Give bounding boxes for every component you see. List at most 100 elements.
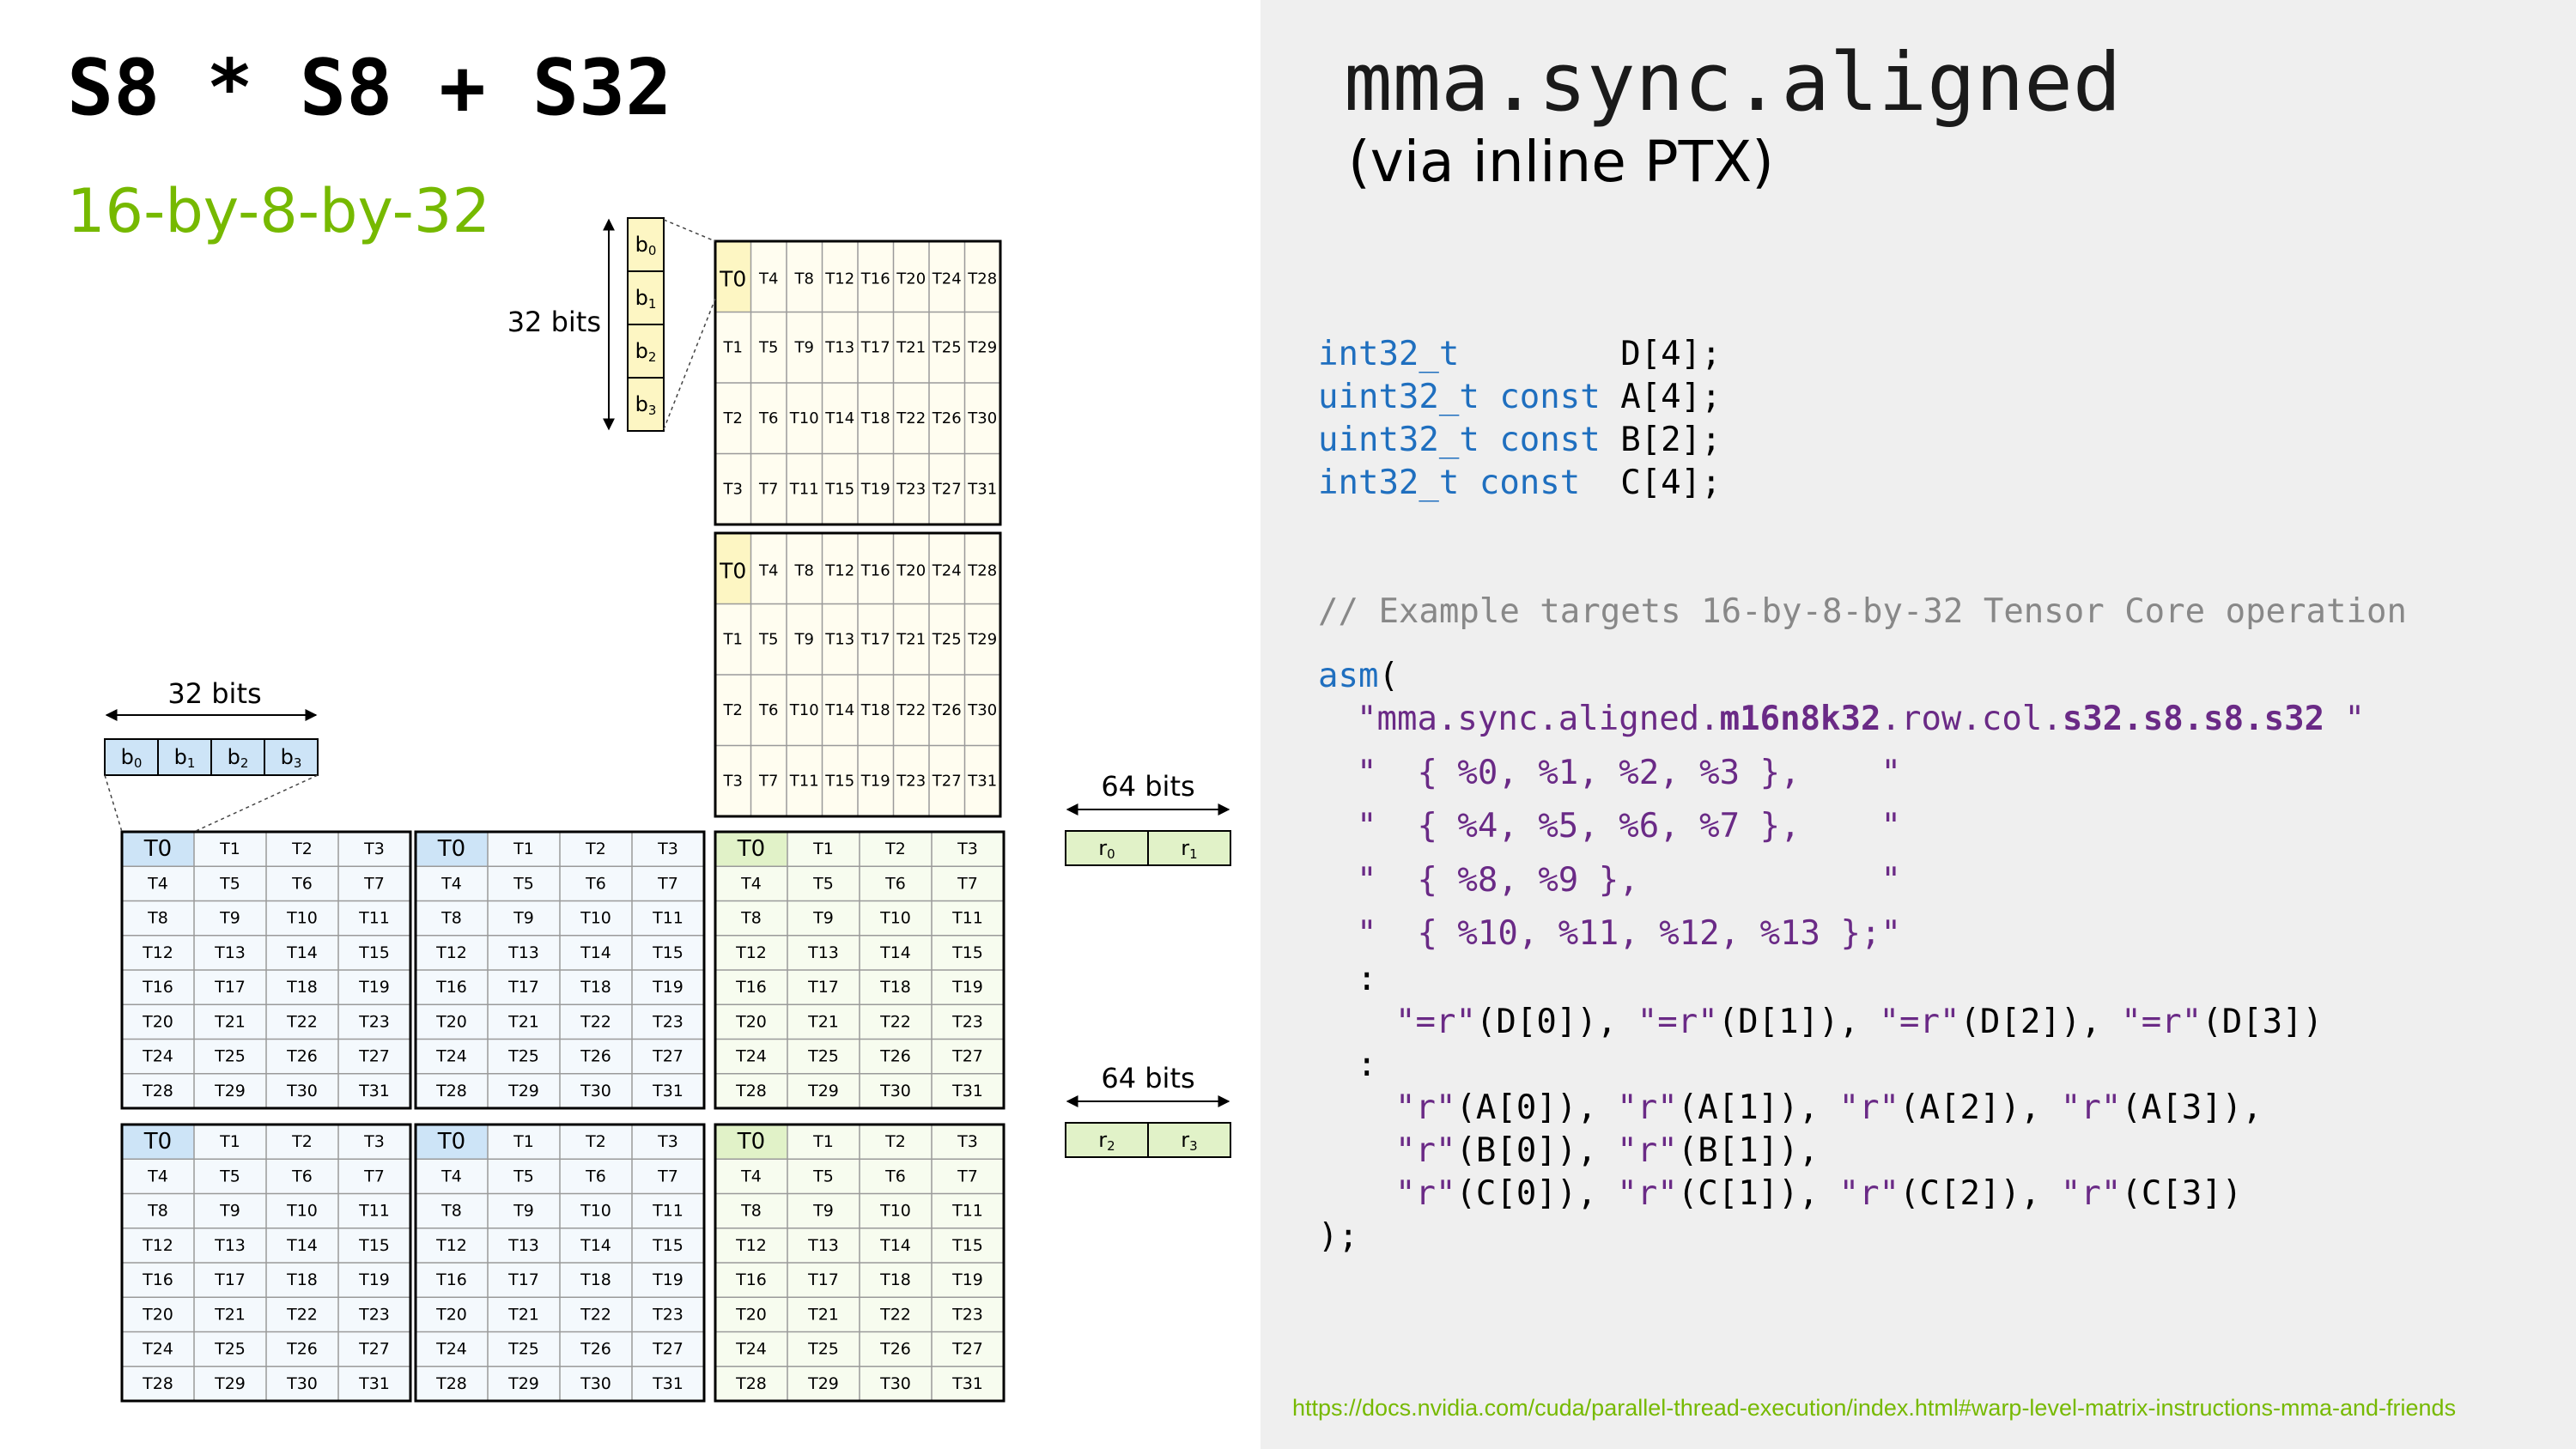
a-tile-top-right-thread-label: T20 [435, 1012, 467, 1031]
a-tile-bottom-left-thread-label: T6 [291, 1167, 313, 1185]
b-tile-top-thread-label: T16 [860, 270, 890, 288]
b-tile-top-thread-label: T15 [824, 480, 854, 498]
a-tile-bottom-left-thread-label: T13 [214, 1236, 246, 1255]
a-tile-top-right-thread-label: T3 [657, 840, 678, 858]
a-tile-bottom-right-thread-label: T3 [657, 1132, 678, 1151]
a-tile-top-left-thread-label: T18 [286, 978, 318, 997]
b-tile-top-thread-label: T30 [967, 409, 997, 427]
a-tile-bottom-right-thread-label: T1 [513, 1132, 534, 1151]
b-tile-bottom-thread-label: T6 [758, 701, 778, 719]
c-tile-top-thread-label: T2 [884, 840, 906, 858]
b-tile-top-thread-label: T17 [860, 338, 890, 356]
b-tile-bottom-thread-label: T19 [860, 772, 890, 790]
c-tile-bottom-thread-label: T4 [740, 1167, 762, 1185]
c-tile-top-thread-label: T0 [737, 836, 765, 862]
a-tile-top-left-thread-label: T15 [358, 943, 390, 962]
c-tile-bottom-thread-label: T6 [884, 1167, 906, 1185]
a-byte-label: b2 [228, 745, 249, 771]
b-tile-bottom-thread-label: T4 [758, 562, 778, 580]
b-tile-top-thread-label: T24 [932, 270, 962, 288]
b-tile-bottom-thread-label: T8 [794, 562, 814, 580]
c-tile-bottom-thread-label: T26 [879, 1340, 911, 1359]
page-title: S8 * S8 + S32 [67, 43, 672, 133]
a-tile-bottom-left-thread-label: T4 [147, 1167, 168, 1185]
a-tile-top-right-thread-label: T8 [440, 909, 462, 928]
a-tile-bottom-right-thread-label: T25 [507, 1340, 539, 1359]
operand-line-b: " { %8, %9 }, " [1357, 861, 1901, 900]
b-tile-top-thread-label: T5 [758, 338, 778, 356]
a-tile-top-right-thread-label: T2 [585, 840, 606, 858]
c-tile-top-thread-label: T29 [807, 1082, 839, 1100]
a-tile-bottom-left-thread-label: T8 [147, 1202, 168, 1221]
a-tile-top-left-thread-label: T27 [358, 1047, 390, 1066]
a-tile-bottom-right-thread-label: T2 [585, 1132, 606, 1151]
a-tile-bottom-right-thread-label: T15 [652, 1236, 683, 1255]
a-tile-top-right-thread-label: T13 [507, 943, 539, 962]
b-tile-bottom-thread-label: T21 [896, 630, 926, 648]
a-tile-top-left-thread-label: T10 [286, 909, 318, 928]
a-tile-top-right-thread-label: T31 [652, 1082, 683, 1100]
a-tile-bottom-right-thread-label: T30 [580, 1374, 611, 1393]
a-tile-bottom-right-thread-label: T27 [652, 1340, 683, 1359]
b-tile-bottom-thread-label: T23 [896, 772, 926, 790]
c-tile-top-border [714, 830, 1005, 1110]
a-tile-bottom-left-thread-label: T27 [358, 1340, 390, 1359]
outputs-colon: : [1357, 960, 1377, 998]
asm-keyword-line: asm( [1318, 657, 1399, 695]
a-tile-top-right-thread-label: T10 [580, 909, 611, 928]
b-tile-bottom-thread-label: T26 [932, 701, 962, 719]
a-tile-bottom-left-thread-label: T9 [219, 1202, 240, 1221]
declaration-a: uint32_t const A[4]; [1318, 378, 1722, 416]
b-tile-top-thread-label: T8 [794, 270, 814, 288]
c-reg-top-reg-label: r1 [1181, 836, 1197, 862]
a-tile-top-right-thread-label: T14 [580, 943, 611, 962]
a-tile-bottom-left-thread-label: T28 [142, 1374, 173, 1393]
b-tile-top-thread-label: T0 [719, 267, 746, 292]
a-tile-bottom-right-thread-label: T7 [657, 1167, 678, 1185]
a-tile-bottom-left-thread-label: T31 [358, 1374, 390, 1393]
a-tile-bottom-right-thread-label: T20 [435, 1305, 467, 1324]
inputs-list-c: "r"(C[0]), "r"(C[1]), "r"(C[2]), "r"(C[3… [1395, 1174, 2243, 1213]
c-tile-bottom-thread-label: T24 [735, 1340, 767, 1359]
c-tile-bottom-thread-label: T23 [951, 1305, 983, 1324]
c-reg-bottom-reg-label: r3 [1181, 1128, 1197, 1154]
b-tile-bottom-thread-label: T12 [824, 562, 854, 580]
docs-link[interactable]: https://docs.nvidia.com/cuda/parallel-th… [1292, 1395, 2457, 1421]
a-tile-top-left-thread-label: T28 [142, 1082, 173, 1100]
c-tile-bottom-thread-label: T25 [807, 1340, 839, 1359]
b-tile-bottom-thread-label: T25 [932, 630, 962, 648]
a-32bit-label: 32 bits [167, 677, 261, 710]
a-tile-top-left-thread-label: T11 [358, 909, 390, 928]
c-tile-top-thread-label: T30 [879, 1082, 911, 1100]
c-tile-top-thread-label: T24 [735, 1047, 767, 1066]
b-tile-bottom-thread-label: T29 [967, 630, 997, 648]
a-tile-top-left-thread-label: T19 [358, 978, 390, 997]
a-tile-bottom-right-thread-label: T9 [513, 1202, 534, 1221]
a-tile-top-right-thread-label: T22 [580, 1012, 611, 1031]
b-tile-bottom-border [714, 531, 1002, 818]
a-tile-bottom-left-t0-cell [122, 1125, 194, 1160]
a-tile-top-left-thread-label: T3 [363, 840, 385, 858]
b-tile-bottom-thread-label: T27 [932, 772, 962, 790]
c-tile-top-thread-label: T17 [807, 978, 839, 997]
a-byte-label: b0 [121, 745, 143, 771]
b-zoom-guide [663, 219, 716, 242]
b-tile-top-thread-label: T7 [758, 480, 778, 498]
a-tile-bottom-left-thread-label: T12 [142, 1236, 173, 1255]
a-tile-top-right-thread-label: T16 [435, 978, 467, 997]
a-tile-bottom-left-thread-label: T11 [358, 1202, 390, 1221]
a-tile-bottom-left-thread-label: T7 [363, 1167, 385, 1185]
instruction-subtitle: (via inline PTX) [1348, 129, 1774, 195]
a-tile-top-right-thread-label: T4 [440, 874, 462, 893]
c-tile-top-thread-label: T20 [735, 1012, 767, 1031]
c-tile-top-thread-label: T6 [884, 874, 906, 893]
c-reg-bottom-reg-label: r2 [1098, 1128, 1115, 1154]
c-tile-bottom-thread-label: T3 [957, 1132, 978, 1151]
b-tile-top-thread-label: T18 [860, 409, 890, 427]
c-tile-top-thread-label: T27 [951, 1047, 983, 1066]
a-tile-top-left-thread-label: T23 [358, 1012, 390, 1031]
a-tile-bottom-right-thread-label: T23 [652, 1305, 683, 1324]
c-tile-bottom-thread-label: T7 [957, 1167, 978, 1185]
a-tile-top-right-thread-label: T25 [507, 1047, 539, 1066]
